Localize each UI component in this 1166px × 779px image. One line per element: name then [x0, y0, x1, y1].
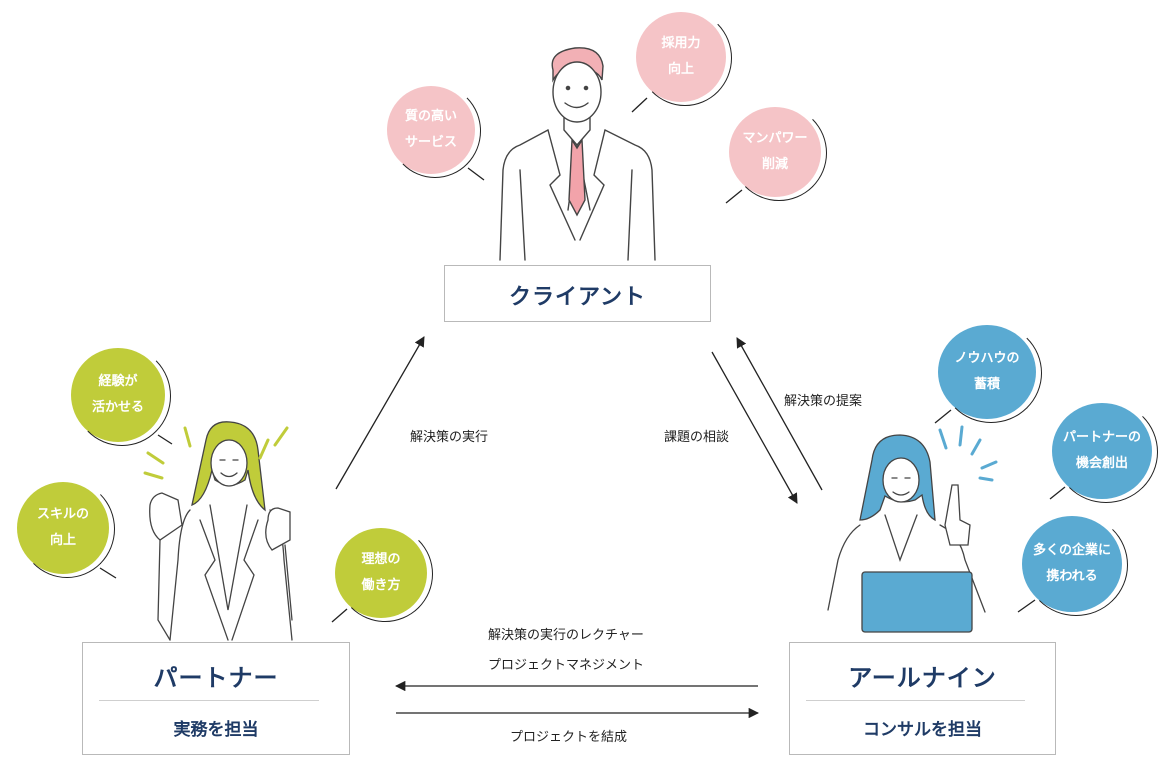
partner-bubble-workstyle: 理想の 働き方: [335, 526, 433, 622]
arrow-client-to-alnine: [711, 351, 798, 504]
partner-bubble-skill: スキルの 向上: [17, 480, 115, 578]
bubble-text: スキルの: [36, 507, 89, 522]
alnine-bubble-companies: 多くの企業に 携われる: [1022, 514, 1128, 616]
flow-label-consult: 課題の相談: [664, 430, 730, 445]
partner-divider: [99, 700, 319, 701]
partner-role: 実務を担当: [173, 720, 259, 740]
flow-label-pm: プロジェクトマネジメント: [488, 658, 645, 673]
partner-illustration: [143, 421, 293, 641]
bubble-tails: [99, 97, 1066, 623]
bubble-text: 削減: [761, 157, 788, 172]
bubble-text: 蓄積: [973, 377, 1000, 392]
alnine-bubble-opportunity: パートナーの 機会創出: [1052, 401, 1158, 503]
bubble-text: 経験が: [98, 374, 138, 389]
client-illustration: [499, 47, 656, 261]
bubble-text: 活かせる: [91, 400, 144, 415]
alnine-title: アールナイン: [848, 664, 997, 692]
alnine-box: アールナイン コンサルを担当: [789, 642, 1056, 755]
client-bubble-hiring: 採用力 向上: [636, 10, 732, 106]
bubble-text: パートナーの: [1062, 430, 1141, 445]
flow-label-propose: 解決策の提案: [784, 394, 863, 409]
bubble-text: 向上: [49, 533, 76, 548]
partner-title: パートナー: [153, 664, 279, 692]
arrow-alnine-to-client: [736, 337, 823, 491]
alnine-divider: [806, 700, 1025, 701]
alnine-illustration: [827, 425, 998, 633]
bubble-text: サービス: [404, 135, 457, 150]
bubble-text: ノウハウの: [954, 351, 1020, 366]
partner-box: パートナー 実務を担当: [82, 642, 350, 755]
bubble-text: 携われる: [1046, 569, 1098, 584]
alnine-bubble-knowhow: ノウハウの 蓄積: [938, 323, 1042, 423]
client-bubble-manpower: マンパワー 削減: [729, 105, 827, 201]
bubble-text: 働き方: [361, 578, 401, 593]
client-box: クライアント: [444, 265, 711, 322]
bubble-text: 質の高い: [404, 109, 457, 124]
bubble-text: 機会創出: [1075, 456, 1128, 471]
partner-bubble-experience: 経験が 活かせる: [71, 346, 171, 446]
bubble-text: 採用力: [661, 36, 701, 51]
flow-label-lecture: 解決策の実行のレクチャー: [488, 628, 644, 643]
bubble-text: 理想の: [361, 552, 401, 567]
alnine-role: コンサルを担当: [863, 720, 982, 740]
arrow-partner-to-client: [335, 336, 425, 490]
client-title: クライアント: [508, 285, 647, 310]
flow-label-execute: 解決策の実行: [410, 430, 489, 445]
bubble-text: 向上: [667, 62, 694, 77]
bubble-text: マンパワー: [742, 131, 808, 146]
client-bubble-quality: 質の高い サービス: [387, 84, 481, 178]
bubble-text: 多くの企業に: [1032, 543, 1111, 558]
flow-label-form-project: プロジェクトを結成: [510, 730, 628, 745]
